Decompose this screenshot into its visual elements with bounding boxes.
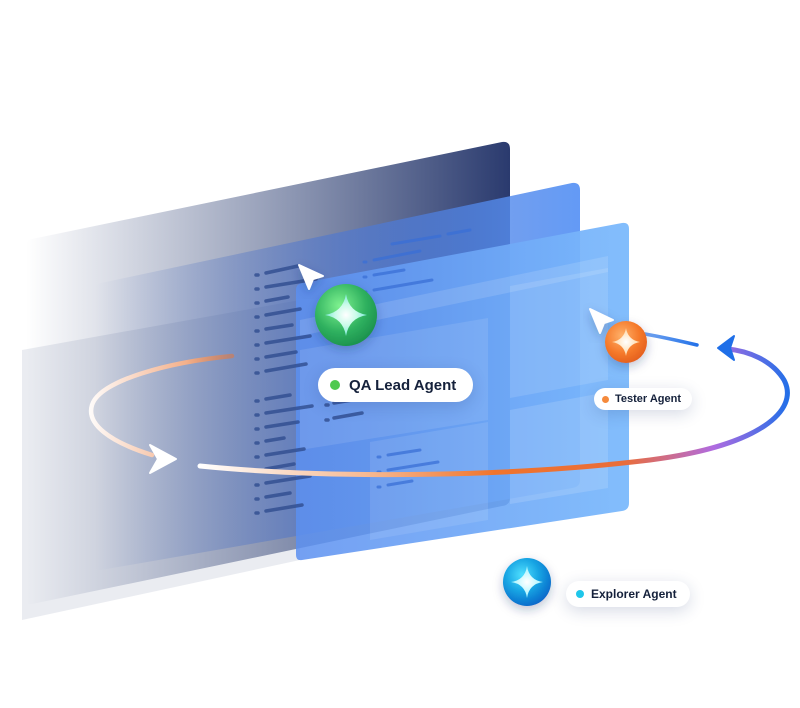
tester-agent-label: Tester Agent	[594, 388, 693, 410]
status-dot	[330, 380, 340, 390]
panel-content-bar	[300, 256, 608, 336]
sparkle-icon	[325, 294, 367, 336]
orbit-arrowhead-icon	[149, 444, 177, 474]
code-lines-right	[362, 228, 472, 489]
orbit-back	[88, 332, 699, 458]
status-dot	[576, 590, 584, 598]
cursor-icon	[589, 308, 614, 334]
cursor-icon	[298, 264, 324, 290]
explorer-agent-label: Explorer Agent	[566, 581, 690, 607]
orbit-path	[197, 346, 790, 478]
tester-agent-text: Tester Agent	[615, 393, 682, 405]
orbit-arrowhead-icon	[717, 335, 735, 361]
tester-agent-orb	[605, 321, 647, 363]
qa-lead-agent-label: QA Lead Agent	[318, 368, 474, 402]
panel-content-card	[370, 422, 488, 540]
explorer-agent-orb	[503, 558, 551, 606]
sparkle-icon	[511, 566, 543, 598]
sparkle-icon	[612, 328, 640, 356]
panel-content-card	[510, 268, 608, 398]
explorer-agent-text: Explorer Agent	[591, 587, 677, 601]
qa-lead-agent-text: QA Lead Agent	[349, 376, 457, 394]
panel-content-card	[510, 392, 608, 504]
status-dot	[602, 395, 609, 403]
qa-lead-agent-orb	[315, 284, 377, 346]
cursor-icon	[495, 547, 513, 566]
